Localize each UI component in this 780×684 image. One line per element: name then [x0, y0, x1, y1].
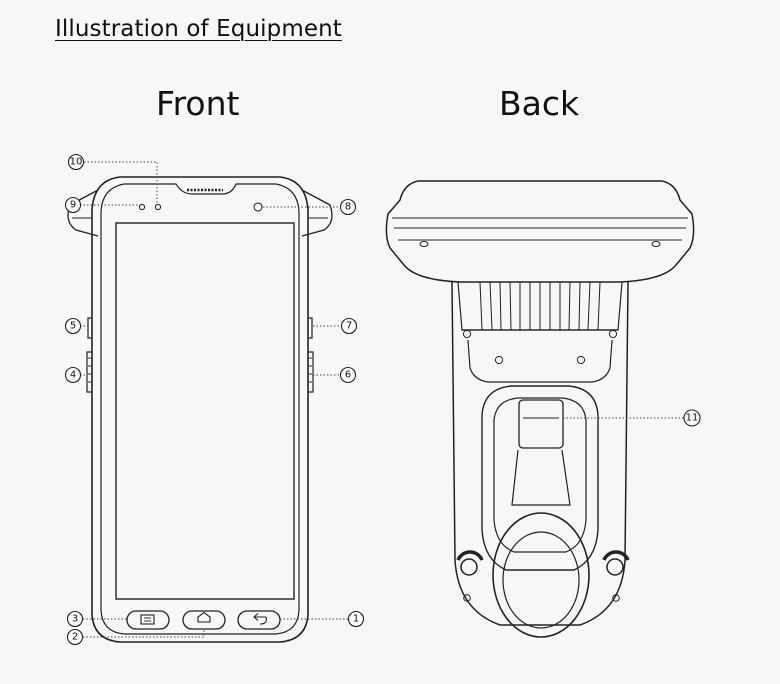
- callout-9: 9: [64, 196, 82, 214]
- front-view-heading: Front: [156, 84, 240, 123]
- callout-7: 7: [340, 317, 358, 335]
- callout-10: 10: [67, 153, 85, 171]
- back-view-heading: Back: [499, 84, 580, 123]
- svg-text:5: 5: [70, 321, 76, 332]
- callout-3: 3: [66, 610, 84, 628]
- callout-2: 2: [66, 628, 84, 646]
- svg-text:10: 10: [70, 157, 83, 168]
- callout-1: 1: [347, 610, 365, 628]
- svg-text:6: 6: [345, 370, 351, 381]
- svg-text:1: 1: [353, 614, 359, 625]
- callout-4: 4: [64, 366, 82, 384]
- callout-6: 6: [339, 366, 357, 384]
- front-leader-lines: [80, 161, 348, 638]
- front-device: [67, 176, 333, 643]
- callout-5: 5: [64, 317, 82, 335]
- svg-text:3: 3: [72, 614, 78, 625]
- page-title: Illustration of Equipment: [55, 16, 342, 42]
- svg-text:11: 11: [686, 413, 699, 424]
- svg-text:2: 2: [72, 632, 78, 643]
- svg-text:8: 8: [345, 202, 351, 213]
- back-device: [385, 180, 695, 638]
- callout-11: 11: [683, 409, 701, 427]
- svg-text:7: 7: [346, 321, 352, 332]
- svg-text:9: 9: [70, 200, 76, 211]
- svg-text:4: 4: [70, 370, 76, 381]
- callout-8: 8: [339, 198, 357, 216]
